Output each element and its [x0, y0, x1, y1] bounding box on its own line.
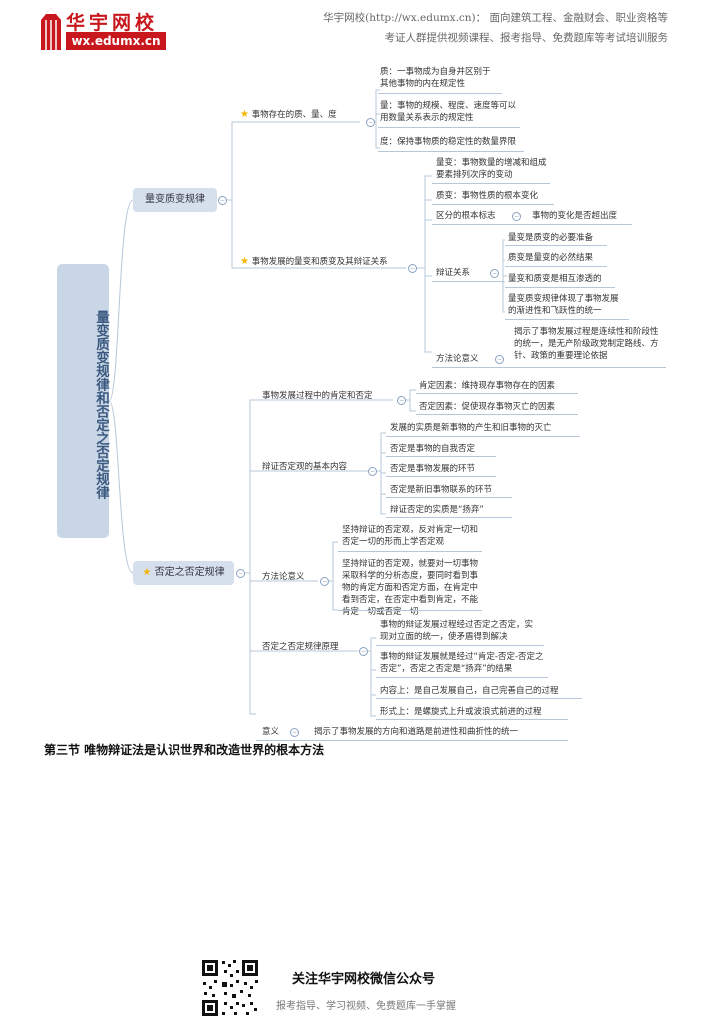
underline	[378, 151, 524, 152]
branch-liangbian-label: 量变质变规律	[145, 194, 205, 205]
logo-name: 华宇网校	[66, 12, 159, 34]
underline	[376, 698, 582, 699]
underline	[376, 677, 548, 678]
collapse-icon[interactable]: −	[408, 264, 417, 273]
logo-url: wx.edumx.cn	[66, 32, 166, 50]
node-fdzfd-yuanli[interactable]: 否定之否定规律原理	[262, 642, 339, 652]
logo[interactable]: 华宇网校 wx.edumx.cn	[38, 6, 168, 52]
bianzheng-item-3: 量变和质变是相互渗透的	[508, 274, 602, 284]
underline	[386, 476, 496, 477]
foudingguan-item-3: 否定是事物发展的环节	[390, 464, 476, 474]
item-liangbian: 量变：事物数量的增减和组成要素排列次序的变动	[436, 158, 547, 180]
underline	[432, 183, 550, 184]
underline	[432, 224, 632, 225]
item-bianzheng-label: 辩证关系	[436, 268, 471, 278]
footer-subtitle: 报考指导、学习视频、免费题库一手掌握	[276, 1001, 456, 1012]
item-zhi: 质：一事物成为自身并区别于其他事物的内在规定性	[380, 67, 491, 89]
yuanli-item-2: 事物的辩证发展就是经过“肯定-否定-否定之否定”，否定之否定是“扬弃”的结果	[380, 652, 544, 674]
underline	[386, 517, 512, 518]
yuanli-item-1: 事物的辩证发展过程经过否定之否定，实现对立面的统一，使矛盾得到解决	[380, 620, 534, 642]
collapse-icon[interactable]: −	[490, 269, 499, 278]
item-ffl-label: 方法论意义	[436, 354, 479, 364]
section-title: 第三节 唯物辩证法是认识世界和改造世界的根本方法	[44, 743, 325, 757]
underline	[505, 266, 607, 267]
node-zhi-liang-du-label: 事物存在的质、量、度	[251, 110, 337, 120]
collapse-icon[interactable]: −	[236, 569, 245, 578]
node-zhi-liang-du[interactable]: ★ 事物存在的质、量、度	[240, 109, 337, 121]
root-node[interactable]: 量变质变规律和否定之否定规律	[57, 264, 109, 538]
bianzheng-item-1: 量变是质变的必要准备	[508, 233, 594, 243]
underline	[432, 281, 504, 282]
kending-item-2: 否定因素：促使现存事物灭亡的因素	[419, 402, 556, 412]
star-icon: ★	[240, 256, 249, 267]
star-icon: ★	[142, 567, 152, 578]
item-zhibian: 质变：事物性质的根本变化	[436, 191, 539, 201]
bianzheng-item-4: 量变质变规律体现了事物发展的渐进性和飞跃性的统一	[508, 294, 619, 316]
node-yiyi[interactable]: 意义	[262, 727, 280, 737]
underline	[256, 740, 568, 741]
foudingguan-item-5: 辩证否定的实质是“扬弃”	[390, 505, 484, 515]
yuanli-item-4: 形式上：是螺旋式上升或波浪式前进的过程	[380, 707, 542, 717]
item-biaozhi-value: 事物的变化是否超出度	[532, 211, 618, 221]
node-liangbian-zhibian-relation[interactable]: ★ 事物发展的量变和质变及其辩证关系	[240, 256, 388, 268]
underline	[416, 393, 578, 394]
collapse-icon[interactable]: −	[290, 728, 299, 737]
underline	[432, 367, 510, 368]
collapse-icon[interactable]: −	[495, 355, 504, 364]
underline	[386, 456, 496, 457]
underline	[386, 497, 512, 498]
underline	[416, 414, 578, 415]
logo-pen-icon	[41, 8, 61, 50]
item-liang: 量：事物的规模、程度、速度等可以用数量关系表示的规定性	[380, 101, 517, 123]
underline	[378, 93, 502, 94]
underline	[338, 551, 482, 552]
collapse-icon[interactable]: −	[218, 196, 227, 205]
branch-fouding-label: 否定之否定规律	[154, 567, 225, 578]
underline	[376, 719, 568, 720]
collapse-icon[interactable]: −	[366, 118, 375, 127]
collapse-icon[interactable]: −	[397, 396, 406, 405]
kending-item-1: 肯定因素：维持现存事物存在的因素	[419, 381, 556, 391]
node-fouding-guan[interactable]: 辩证否定观的基本内容	[262, 462, 348, 472]
collapse-icon[interactable]: −	[512, 212, 521, 221]
underline	[338, 610, 482, 611]
foudingguan-item-2: 否定是事物的自我否定	[390, 444, 476, 454]
item-ffl-value: 揭示了事物发展过程是连续性和阶段性的统一，是无产阶级政党制定路线、方针、政策的重…	[514, 327, 659, 361]
underline	[432, 204, 554, 205]
fangfalun-item-2: 坚持辩证的否定观，就要对一切事物采取科学的分析态度，要同时看到事物的肯定方面和否…	[342, 559, 479, 617]
star-icon: ★	[240, 109, 249, 120]
root-label: 量变质变规律和否定之否定规律	[93, 309, 109, 499]
foudingguan-item-4: 否定是新旧事物联系的环节	[390, 485, 493, 495]
branch-liangbian-zhibian[interactable]: 量变质变规律	[133, 188, 217, 212]
underline	[386, 436, 580, 437]
underline	[505, 319, 629, 320]
node-kending-fouding[interactable]: 事物发展过程中的肯定和否定	[262, 391, 373, 401]
branch-fouding[interactable]: ★ 否定之否定规律	[133, 561, 234, 585]
foudingguan-item-1: 发展的实质是新事物的产生和旧事物的灭亡	[390, 423, 552, 433]
footer-title: 关注华宇网校微信公众号	[292, 972, 436, 987]
yiyi-value: 揭示了事物发展的方向和道路是前进性和曲折性的统一	[314, 727, 519, 737]
yuanli-item-3: 内容上：是自己发展自己，自己完善自己的过程	[380, 686, 559, 696]
collapse-icon[interactable]: −	[320, 577, 329, 586]
collapse-icon[interactable]: −	[368, 467, 377, 476]
fangfalun-item-1: 坚持辩证的否定观，反对肯定一切和否定一切的形而上学否定观	[342, 525, 479, 547]
bianzheng-item-2: 质变是量变的必然结果	[508, 253, 594, 263]
underline	[378, 127, 520, 128]
header-line-1: 华宇网校(http://wx.edumx.cn)： 面向建筑工程、金融财会、职业…	[323, 12, 668, 24]
header-line-2: 考证人群提供视频课程、报考指导、免费题库等考试培训服务	[384, 32, 669, 44]
item-du: 度：保持事物质的稳定性的数量界限	[380, 137, 517, 147]
underline	[505, 245, 607, 246]
underline	[510, 367, 666, 368]
collapse-icon[interactable]: −	[359, 647, 368, 656]
item-biaozhi-label: 区分的根本标志	[436, 211, 496, 221]
underline	[505, 287, 615, 288]
node-relation-label: 事物发展的量变和质变及其辩证关系	[251, 257, 388, 267]
underline	[376, 645, 544, 646]
node-fangfalun[interactable]: 方法论意义	[262, 572, 305, 582]
mindmap-connectors	[108, 89, 507, 717]
qr-code-icon[interactable]	[200, 958, 260, 1018]
